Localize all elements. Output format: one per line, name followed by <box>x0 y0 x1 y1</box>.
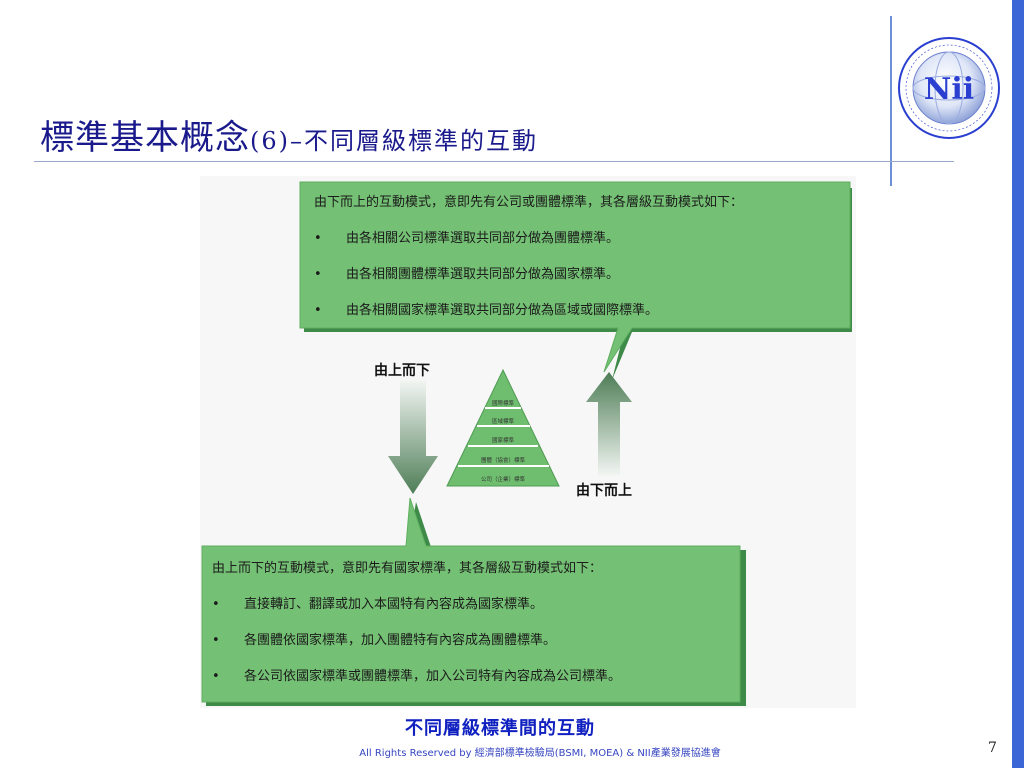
header-divider-vertical <box>890 16 892 186</box>
down-arrow <box>388 380 438 494</box>
bottom-callout-box <box>201 497 746 706</box>
top-callout-box <box>299 181 852 380</box>
logo-text: Nii <box>924 72 974 107</box>
bottom-box-text: 由上而下的互動模式，意即先有國家標準，其各層級互動模式如下： •直接轉訂、翻譯或… <box>212 560 621 704</box>
pyramid-level-company: 公司（企業）標準 <box>480 477 525 483</box>
pyramid-level-national: 國家標準 <box>491 438 514 444</box>
copyright-footer: All Rights Reserved by 經濟部標準檢驗局(BSMI, MO… <box>359 748 721 759</box>
top-box-bullet: •由各相關團體標準選取共同部分做為國家標準。 <box>314 267 620 282</box>
up-arrow <box>586 372 632 476</box>
top-box-heading: 由下而上的互動模式，意即先有公司或團體標準，其各層級互動模式如下： <box>314 195 744 210</box>
pyramid-level-international: 國際標準 <box>491 401 514 407</box>
bottom-box-bullet: •各公司依國家標準或團體標準，加入公司特有內容成為公司標準。 <box>212 669 622 684</box>
title-sub: (6)–不同層級標準的互動 <box>250 127 538 155</box>
down-arrow-label: 由上而下 <box>374 363 430 379</box>
bottom-box-heading: 由上而下的互動模式，意即先有國家標準，其各層級互動模式如下： <box>212 561 603 576</box>
header-divider-horizontal <box>34 161 954 162</box>
pyramid-level-association: 團體（協會）標準 <box>480 458 525 464</box>
diagram-graphics <box>201 181 852 706</box>
top-box-text: 由下而上的互動模式，意即先有公司或團體標準，其各層級互動模式如下： •由各相關公… <box>314 194 743 338</box>
title-main: 標準基本概念 <box>40 118 250 158</box>
top-box-bullet: •由各相關公司標準選取共同部分做為團體標準。 <box>314 231 620 246</box>
nii-logo: Nii <box>897 36 1001 140</box>
standards-pyramid <box>446 368 560 487</box>
level-interaction-diagram: 國際標準 區域標準 國家標準 團體（協會）標準 公司（企業）標準 由上而下 由下… <box>200 176 856 708</box>
up-arrow-label: 由下而上 <box>576 483 632 499</box>
diagram-caption: 不同層級標準間的互動 <box>405 718 595 739</box>
page-title: 標準基本概念(6)–不同層級標準的互動 <box>40 110 538 158</box>
pyramid-level-regional: 區域標準 <box>491 419 514 425</box>
bottom-box-bullet: •各團體依國家標準，加入團體特有內容成為團體標準。 <box>212 633 557 648</box>
bottom-box-bullet: •直接轉訂、翻譯或加入本國特有內容成為國家標準。 <box>212 597 544 612</box>
accent-bar <box>1012 0 1024 768</box>
page-number: 7 <box>988 740 997 756</box>
top-box-bullet: •由各相關國家標準選取共同部分做為區域或國際標準。 <box>314 303 659 318</box>
